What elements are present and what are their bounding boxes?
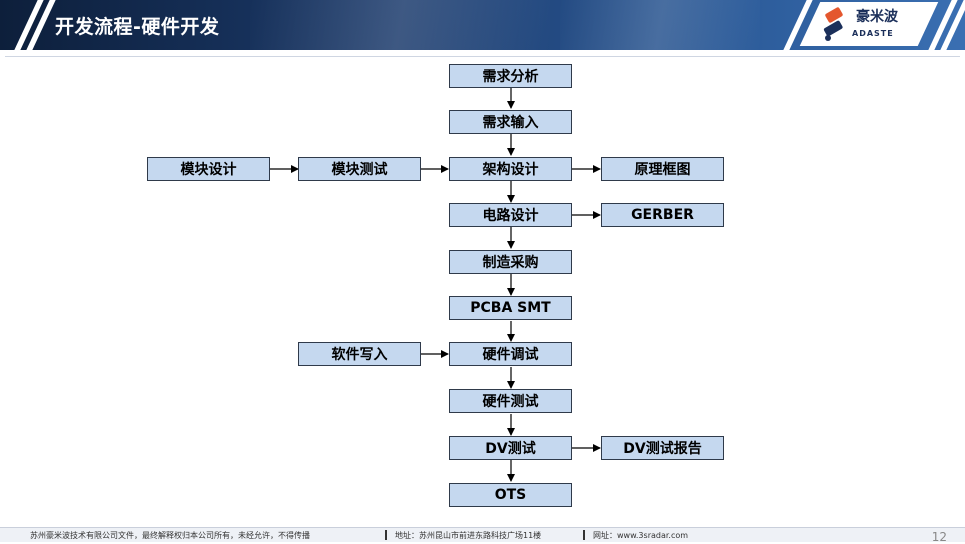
node-module-test: 模块测试 (298, 157, 421, 181)
footer-address: 地址：苏州昆山市前进东路科技广场11楼 (395, 531, 542, 540)
node-gerber: GERBER (601, 203, 724, 227)
node-architecture-design: 架构设计 (449, 157, 572, 181)
node-circuit-design: 电路设计 (449, 203, 572, 227)
radar-logo-icon (823, 7, 843, 41)
node-ots: OTS (449, 483, 572, 507)
node-manufacturing: 制造采购 (449, 250, 572, 274)
node-hardware-test: 硬件测试 (449, 389, 572, 413)
footer-notice: 苏州豪米波技术有限公司文件，最终解释权归本公司所有，未经允许，不得传播 (30, 531, 310, 540)
logo-chinese-name: 豪米波 (856, 9, 898, 25)
node-schematic-block: 原理框图 (601, 157, 724, 181)
page-title: 开发流程-硬件开发 (55, 16, 220, 38)
footer-website: 网址：www.3sradar.com (593, 531, 689, 540)
node-module-design: 模块设计 (147, 157, 270, 181)
logo-english-name: ADASTE (852, 29, 894, 38)
node-software-write: 软件写入 (298, 342, 421, 366)
page-number: 12 (931, 530, 947, 544)
header-banner: 开发流程-硬件开发 豪米波 ADASTE (0, 0, 965, 50)
node-hardware-debug: 硬件调试 (449, 342, 572, 366)
company-logo: 豪米波 ADASTE (818, 4, 923, 46)
footer-separator-2 (583, 530, 585, 540)
footer-bar: 苏州豪米波技术有限公司文件，最终解释权归本公司所有，未经允许，不得传播 地址：苏… (0, 527, 965, 544)
node-pcba-smt: PCBA SMT (449, 296, 572, 320)
node-dv-test-report: DV测试报告 (601, 436, 724, 460)
node-requirement-input: 需求输入 (449, 110, 572, 134)
footer-separator-1 (385, 530, 387, 540)
node-dv-test: DV测试 (449, 436, 572, 460)
node-requirement-analysis: 需求分析 (449, 64, 572, 88)
